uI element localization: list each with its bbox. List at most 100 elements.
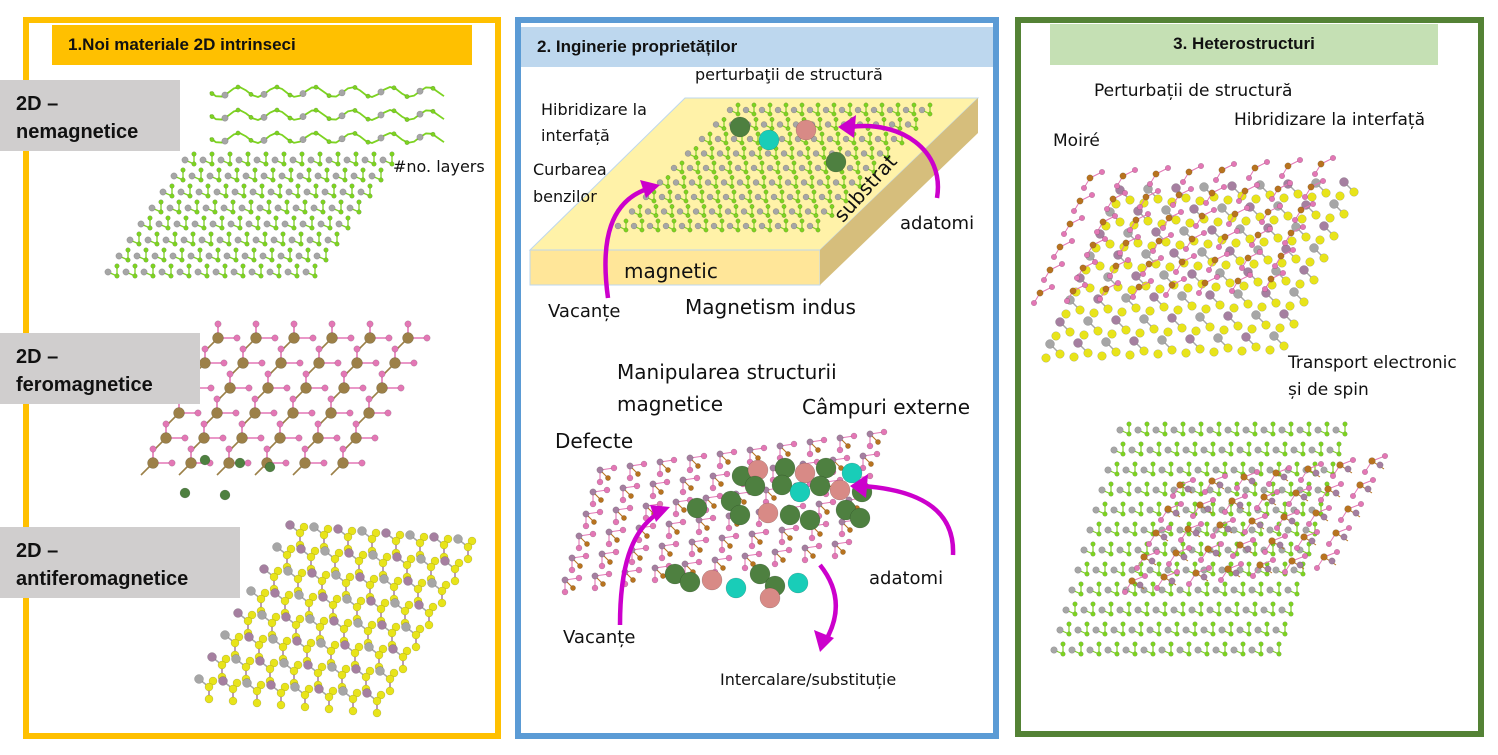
atom: [1152, 486, 1160, 494]
atom: [1160, 573, 1168, 581]
atom: [1248, 241, 1256, 249]
atom: [289, 156, 297, 164]
atom: [1078, 214, 1086, 222]
atom: [1182, 446, 1190, 454]
atom: [406, 554, 416, 564]
atom: [1254, 446, 1262, 454]
atom: [404, 320, 412, 328]
atom: [1234, 421, 1240, 427]
atom: [1084, 571, 1090, 577]
atom: [1206, 426, 1214, 434]
atom: [245, 220, 253, 228]
atom: [1120, 631, 1126, 637]
atom: [1176, 586, 1184, 594]
atom: [1150, 581, 1156, 587]
atom: [1126, 601, 1132, 607]
atom: [1344, 505, 1352, 513]
atom: [317, 151, 323, 157]
atom: [1126, 551, 1132, 557]
atom: [331, 570, 341, 580]
atom: [1192, 529, 1200, 537]
atom: [1108, 551, 1114, 557]
atom: [201, 225, 207, 231]
atom: [324, 177, 330, 183]
atom: [1339, 209, 1349, 219]
atom: [1325, 540, 1333, 548]
atom: [1124, 256, 1132, 264]
atom: [363, 626, 373, 636]
atom: [1145, 540, 1153, 548]
atom: [1301, 232, 1311, 242]
atom: [287, 115, 293, 121]
atom: [270, 236, 278, 244]
atom: [248, 209, 254, 215]
atom: [1156, 451, 1162, 457]
atom: [1228, 287, 1236, 295]
atom: [1153, 584, 1161, 592]
atom: [1288, 481, 1294, 487]
atom: [187, 193, 193, 199]
atom: [367, 534, 377, 544]
atom: [1152, 170, 1160, 178]
atom: [250, 332, 262, 344]
atom: [1315, 235, 1325, 245]
atom: [238, 420, 246, 428]
atom: [205, 183, 211, 189]
atom: [170, 172, 178, 180]
atom: [313, 107, 319, 113]
atom: [295, 614, 305, 624]
atom: [269, 572, 279, 582]
atom: [1242, 426, 1250, 434]
atom: [1300, 441, 1306, 447]
atom: [1182, 566, 1190, 574]
atom: [1245, 234, 1255, 244]
atom: [321, 570, 331, 580]
atom: [267, 618, 277, 628]
atom: [186, 273, 192, 279]
atom: [1209, 532, 1217, 540]
atom: [280, 241, 286, 247]
atom: [147, 215, 153, 221]
atom: [1140, 466, 1148, 474]
atom: [1096, 591, 1102, 597]
atom: [1309, 243, 1319, 253]
atom: [1177, 291, 1187, 301]
atom: [1167, 231, 1175, 239]
atom: [1121, 189, 1129, 197]
atom: [1142, 193, 1150, 201]
atom: [1251, 342, 1261, 352]
atom: [1136, 581, 1144, 589]
atom: [377, 111, 385, 119]
atom: [1211, 282, 1221, 292]
atom: [1171, 183, 1181, 193]
atom: [1280, 513, 1288, 521]
atom: [1177, 536, 1185, 544]
atom: [287, 257, 293, 263]
atom: [312, 263, 318, 269]
atom: [1222, 641, 1228, 647]
atom: [314, 420, 322, 428]
atom: [288, 167, 294, 173]
atom: [1295, 279, 1305, 289]
atom: [1258, 461, 1264, 467]
atom: [212, 332, 224, 344]
atom: [1349, 456, 1357, 464]
atom: [1320, 513, 1328, 521]
atom: [1329, 199, 1339, 209]
atom: [328, 600, 338, 610]
atom: [1235, 256, 1245, 266]
atom: [1168, 281, 1176, 289]
atom: [154, 231, 160, 237]
atom: [1187, 301, 1197, 311]
atom: [1265, 480, 1273, 488]
atom: [1278, 606, 1286, 614]
atom: [300, 382, 312, 394]
atom: [1040, 276, 1048, 284]
atom: [273, 225, 279, 231]
atom: [1242, 606, 1250, 614]
atom: [259, 564, 269, 574]
atom: [312, 432, 324, 444]
atom: [1280, 473, 1288, 481]
atom: [1300, 451, 1306, 457]
atom: [1230, 646, 1238, 654]
